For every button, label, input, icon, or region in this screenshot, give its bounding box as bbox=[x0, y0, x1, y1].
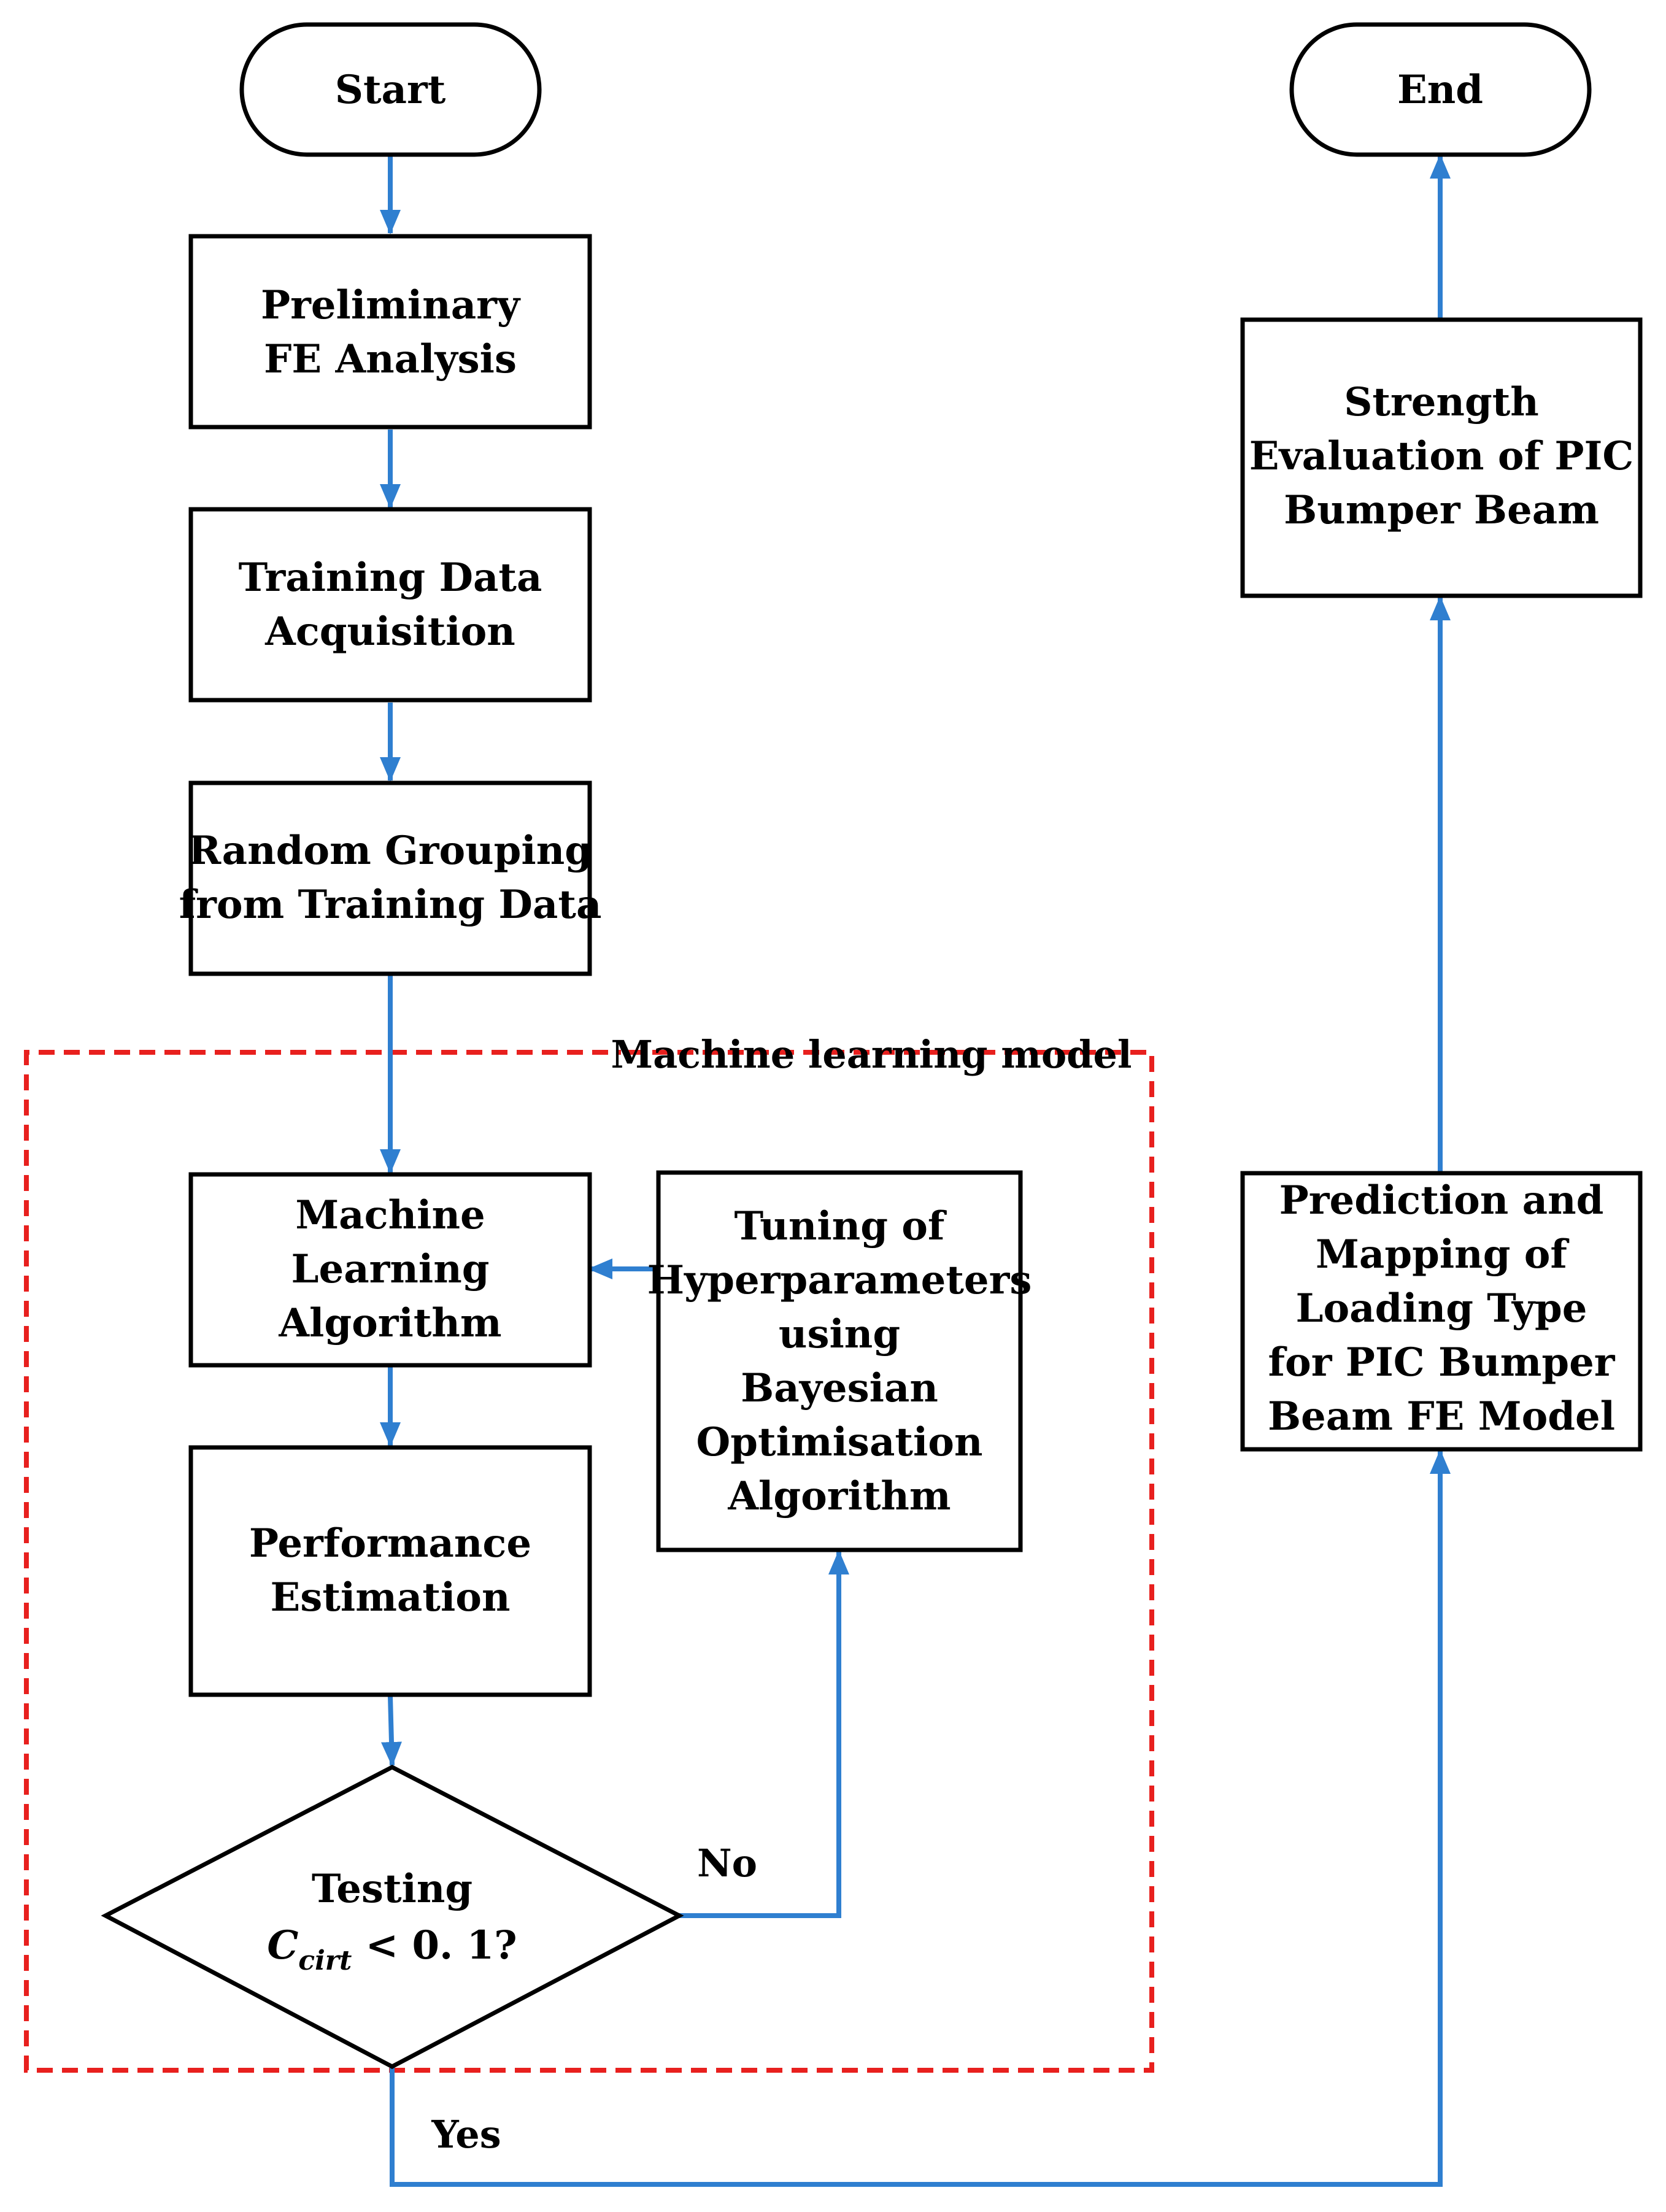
machine-learning-model-group: Machine learning model bbox=[24, 1032, 1154, 2073]
grouping-line-2: from Training Data bbox=[179, 882, 602, 928]
tuning-line-5: Optimisation bbox=[696, 1419, 983, 1465]
group-border bbox=[24, 1050, 1154, 2073]
prediction-line-4: for PIC Bumper bbox=[1268, 1339, 1615, 1385]
training-line-1: Training Data bbox=[239, 555, 542, 601]
tuning-line-1: Tuning of bbox=[735, 1203, 947, 1249]
strength-line-1: Strength bbox=[1344, 379, 1539, 425]
strength-line-2: Evaluation of PIC bbox=[1249, 433, 1634, 479]
grouping-line-1: Random Grouping bbox=[188, 828, 592, 874]
end-label: End bbox=[1397, 67, 1483, 113]
testing-condition: Ccirt < 0. 1? bbox=[267, 1922, 517, 1976]
tuning-hyperparameters-box: Tuning of Hyperparameters using Bayesian… bbox=[647, 1170, 1032, 1552]
prediction-mapping-box: Prediction and Mapping of Loading Type f… bbox=[1240, 1171, 1643, 1452]
end-terminal-shape bbox=[1289, 22, 1592, 157]
edge-label-yes: Yes bbox=[431, 2112, 501, 2157]
connectors bbox=[380, 154, 1451, 2187]
edge-label-no: No bbox=[697, 1841, 757, 1886]
preliminary-fe-analysis-box: Preliminary FE Analysis bbox=[188, 234, 592, 430]
tuning-line-2: Hyperparameters bbox=[647, 1257, 1032, 1303]
end-terminal: End bbox=[1289, 22, 1592, 157]
ml-line-3: Algorithm bbox=[278, 1300, 501, 1346]
group-label: Machine learning model bbox=[611, 1032, 1132, 1077]
testing-decision: Testing Ccirt < 0. 1? bbox=[101, 1765, 684, 2069]
ml-line-1: Machine bbox=[295, 1192, 485, 1238]
testing-line-1: Testing bbox=[312, 1866, 472, 1912]
training-data-acquisition-box: Training Data Acquisition bbox=[188, 507, 592, 703]
start-label: Start bbox=[335, 67, 446, 113]
tuning-line-3: using bbox=[779, 1311, 900, 1357]
prediction-line-3: Loading Type bbox=[1295, 1285, 1587, 1331]
prediction-line-2: Mapping of bbox=[1316, 1231, 1569, 1277]
edge-testing-yes-to-prediction bbox=[390, 1449, 1451, 2187]
start-terminal: Start bbox=[239, 22, 542, 157]
edge-performance-to-testing bbox=[380, 1696, 402, 1767]
testing-condition-symbol: C bbox=[267, 1922, 298, 1968]
strength-line-3: Bumper Beam bbox=[1284, 487, 1599, 533]
start-terminal-shape bbox=[239, 22, 542, 157]
prediction-line-1: Prediction and bbox=[1279, 1177, 1604, 1224]
machine-learning-algorithm-box: Machine Learning Algorithm bbox=[188, 1172, 592, 1368]
testing-condition-rest: < 0. 1? bbox=[352, 1922, 517, 1968]
performance-line-1: Performance bbox=[249, 1520, 531, 1567]
prediction-line-5: Beam FE Model bbox=[1268, 1393, 1615, 1439]
testing-condition-subscript: cirt bbox=[298, 1945, 352, 1976]
preliminary-line-2: FE Analysis bbox=[264, 336, 517, 382]
performance-line-2: Estimation bbox=[271, 1574, 511, 1620]
performance-estimation-box: Performance Estimation bbox=[188, 1445, 592, 1697]
random-grouping-box: Random Grouping from Training Data bbox=[179, 780, 602, 976]
tuning-line-6: Algorithm bbox=[727, 1473, 951, 1519]
tuning-line-4: Bayesian bbox=[741, 1365, 938, 1411]
training-line-2: Acquisition bbox=[264, 609, 515, 655]
strength-evaluation-box: Strength Evaluation of PIC Bumper Beam bbox=[1240, 317, 1643, 598]
edge-testing-no-to-tuning bbox=[679, 1550, 849, 1918]
testing-decision-shape bbox=[101, 1765, 684, 2069]
ml-line-2: Learning bbox=[291, 1246, 489, 1292]
preliminary-line-1: Preliminary bbox=[261, 282, 521, 328]
